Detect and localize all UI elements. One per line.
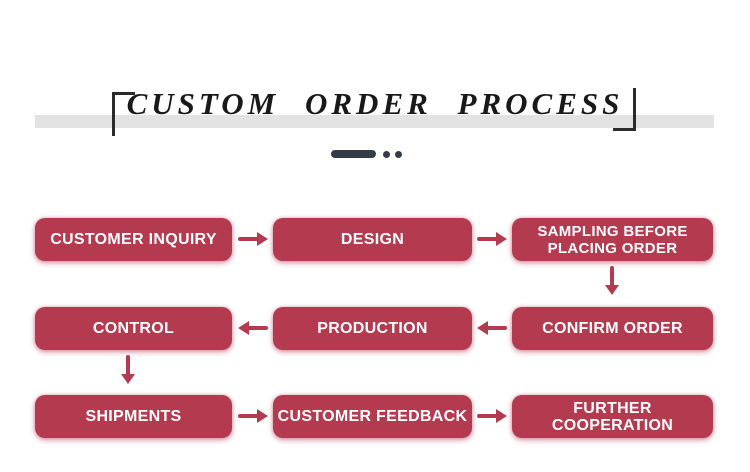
title-corner-bracket-right <box>613 88 636 131</box>
flow-box-label: SHIPMENTS <box>85 408 182 425</box>
arrow-right-icon <box>238 408 268 424</box>
flow-box-shipments: SHIPMENTS <box>35 395 232 438</box>
flow-box-label: SAMPLING BEFORE PLACING ORDER <box>537 222 688 257</box>
flow-box-further-cooperation: FURTHER COOPERATION <box>512 395 713 438</box>
flow-box-customer-feedback: CUSTOMER FEEDBACK <box>273 395 472 438</box>
arrow-left-icon <box>238 320 268 336</box>
flow-box-label: PRODUCTION <box>317 320 428 337</box>
flow-box-design: DESIGN <box>273 218 472 261</box>
page-title: CUSTOM ORDER PROCESS <box>126 86 624 121</box>
arrow-down-icon <box>120 355 136 384</box>
flow-box-control: CONTROL <box>35 307 232 350</box>
flow-box-label: DESIGN <box>340 231 405 248</box>
arrow-right-icon <box>477 408 507 424</box>
flow-box-customer-inquiry: CUSTOMER INQUIRY <box>35 218 232 261</box>
arrow-right-icon <box>238 231 268 247</box>
flow-box-label: FURTHER COOPERATION <box>551 399 674 434</box>
title-background-band <box>35 115 714 128</box>
flow-box-production: PRODUCTION <box>273 307 472 350</box>
flow-box-label: CONFIRM ORDER <box>542 320 683 337</box>
divider-dot <box>395 151 402 158</box>
flow-box-label: CONTROL <box>92 320 175 337</box>
arrow-down-icon <box>604 266 620 295</box>
divider-dot <box>383 151 390 158</box>
flow-box-label: CUSTOMER FEEDBACK <box>277 408 468 425</box>
arrow-left-icon <box>477 320 507 336</box>
divider-dash <box>331 150 376 158</box>
flow-box-sampling-before-placing-order: SAMPLING BEFORE PLACING ORDER <box>512 218 713 261</box>
title-corner-bracket-left <box>112 92 135 136</box>
flow-box-confirm-order: CONFIRM ORDER <box>512 307 713 350</box>
arrow-right-icon <box>477 231 507 247</box>
flow-box-label: CUSTOMER INQUIRY <box>50 231 217 248</box>
